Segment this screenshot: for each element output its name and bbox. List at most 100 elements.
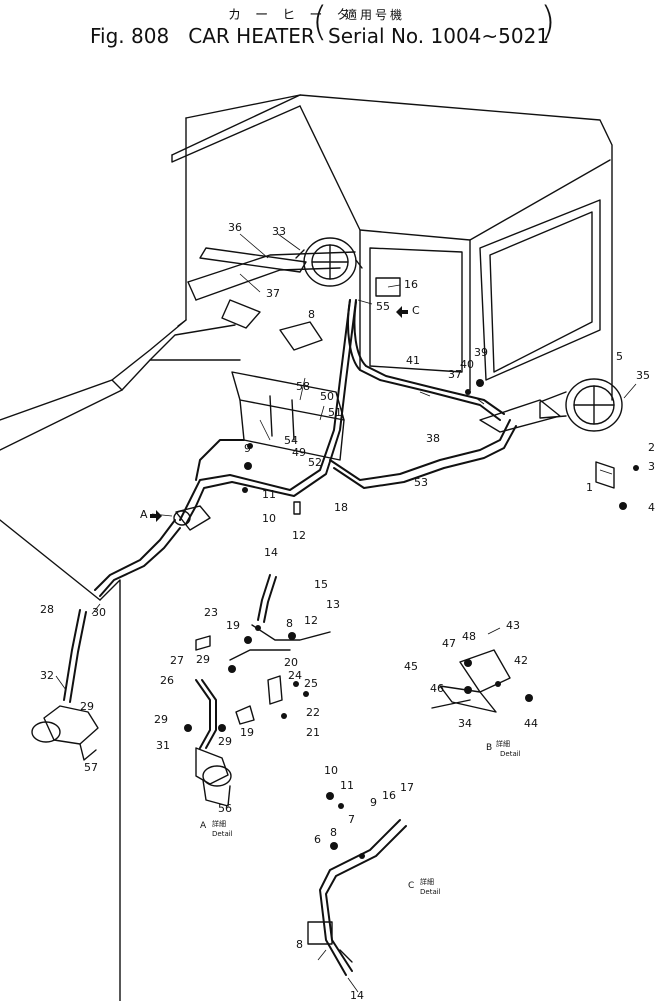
right-blower-unit (479, 378, 623, 489)
figure-number: Fig. 808 (90, 24, 170, 48)
callout-label: 16 (404, 278, 418, 291)
callout-label: 24 (288, 669, 302, 682)
serial-range: Serial No. 1004~5021 (328, 24, 550, 48)
callout-label: 15 (314, 578, 328, 591)
callout-label: 45 (404, 660, 418, 673)
callout-label: 10 (262, 512, 276, 525)
detail-b-caption: B 詳細 Detail (486, 739, 521, 758)
callout-label: 19 (226, 619, 240, 632)
callout-labels: 36 33 37 16 8 55 C 58 50 51 54 49 52 9 1… (40, 221, 655, 1001)
callout-label: 52 (308, 456, 322, 469)
figure-name: CAR HEATER (188, 24, 315, 48)
callout-label: 8 (286, 617, 293, 630)
callout-label: 37 (266, 287, 280, 300)
title-series-japanese: 適用号機 (345, 8, 406, 22)
callout-label: 32 (40, 669, 54, 682)
callout-label: 17 (400, 781, 414, 794)
callout-label: 31 (156, 739, 170, 752)
heater-hoses (94, 299, 517, 597)
callout-label: 8 (296, 938, 303, 951)
callout-label: 42 (514, 654, 528, 667)
callout-label: 26 (160, 674, 174, 687)
callout-label: 33 (272, 225, 286, 238)
callout-label: 44 (524, 717, 538, 730)
callout-label: 12 (304, 614, 318, 627)
callout-label: 7 (348, 813, 355, 826)
callout-label: 3 (648, 460, 655, 473)
callout-label: 14 (350, 989, 364, 1001)
callout-label: 11 (340, 779, 354, 792)
callout-label: 41 (406, 354, 420, 367)
callout-label: 29 (196, 653, 210, 666)
callout-label: 5 (616, 350, 623, 363)
water-hose-lower (31, 505, 211, 761)
callout-label: 2 (648, 441, 655, 454)
title-japanese: カ ー ヒ ー タ (228, 8, 355, 23)
callout-label: 49 (292, 446, 306, 459)
callout-label: 23 (204, 606, 218, 619)
callout-label: 29 (80, 700, 94, 713)
callout-label: A (140, 508, 148, 521)
callout-label: 10 (324, 764, 338, 777)
arrow-a-icon (150, 510, 162, 522)
callout-label: 19 (240, 726, 254, 739)
close-parenthesis: ) (540, 0, 556, 45)
callout-label: 29 (218, 735, 232, 748)
callout-label: 46 (430, 682, 444, 695)
svg-text:B: B (486, 743, 492, 753)
callout-label: 30 (92, 606, 106, 619)
callout-label: 54 (284, 434, 298, 447)
callout-label: 53 (414, 476, 428, 489)
callout-label: 34 (458, 717, 472, 730)
fasteners (184, 379, 639, 859)
callout-label: 9 (244, 442, 251, 455)
callout-label: 8 (308, 308, 315, 321)
callout-label: 48 (462, 630, 476, 643)
arrow-c-icon (396, 306, 408, 318)
callout-label: 50 (320, 390, 334, 403)
upper-blower-unit (199, 237, 401, 351)
open-parenthesis: ( (312, 0, 328, 45)
figure-title: Fig. 808 CAR HEATER (90, 24, 315, 48)
callout-label: 38 (426, 432, 440, 445)
callout-label: 14 (264, 546, 278, 559)
cab-outline (0, 94, 613, 1001)
callout-label: 40 (460, 358, 474, 371)
callout-label: 4 (648, 501, 655, 514)
callout-label: 27 (170, 654, 184, 667)
svg-text:詳細: 詳細 (496, 739, 510, 748)
detail-b-bracket (431, 649, 511, 713)
svg-text:詳細: 詳細 (420, 877, 434, 886)
svg-text:A: A (200, 821, 207, 831)
detail-a-assembly (195, 574, 331, 807)
callout-label: 1 (586, 481, 593, 494)
callout-label: 21 (306, 726, 320, 739)
detail-c-hose (307, 819, 407, 976)
callout-label: 55 (376, 300, 390, 313)
callout-label: 47 (442, 637, 456, 650)
mounting-panel (231, 371, 345, 515)
callout-label: 18 (334, 501, 348, 514)
callout-label: 57 (84, 761, 98, 774)
callout-label: 13 (326, 598, 340, 611)
detail-c-caption: C 詳細 Detail (408, 877, 441, 896)
callout-label: 58 (296, 380, 310, 393)
callout-label: 35 (636, 369, 650, 382)
callout-label: C (412, 304, 420, 317)
callout-label: 51 (328, 406, 342, 419)
callout-label: 29 (154, 713, 168, 726)
detail-markers: A 詳細 Detail B 詳細 Detail C 詳細 Detail (150, 306, 521, 896)
callout-label: 28 (40, 603, 54, 616)
leader-lines (55, 233, 637, 993)
callout-label: 8 (330, 826, 337, 839)
callout-label: 9 (370, 796, 377, 809)
svg-text:C: C (408, 881, 414, 891)
callout-label: 56 (218, 802, 232, 815)
callout-label: 16 (382, 789, 396, 802)
callout-label: 6 (314, 833, 321, 846)
callout-label: 22 (306, 706, 320, 719)
callout-label: 36 (228, 221, 242, 234)
detail-a-caption: A 詳細 Detail (200, 819, 233, 838)
